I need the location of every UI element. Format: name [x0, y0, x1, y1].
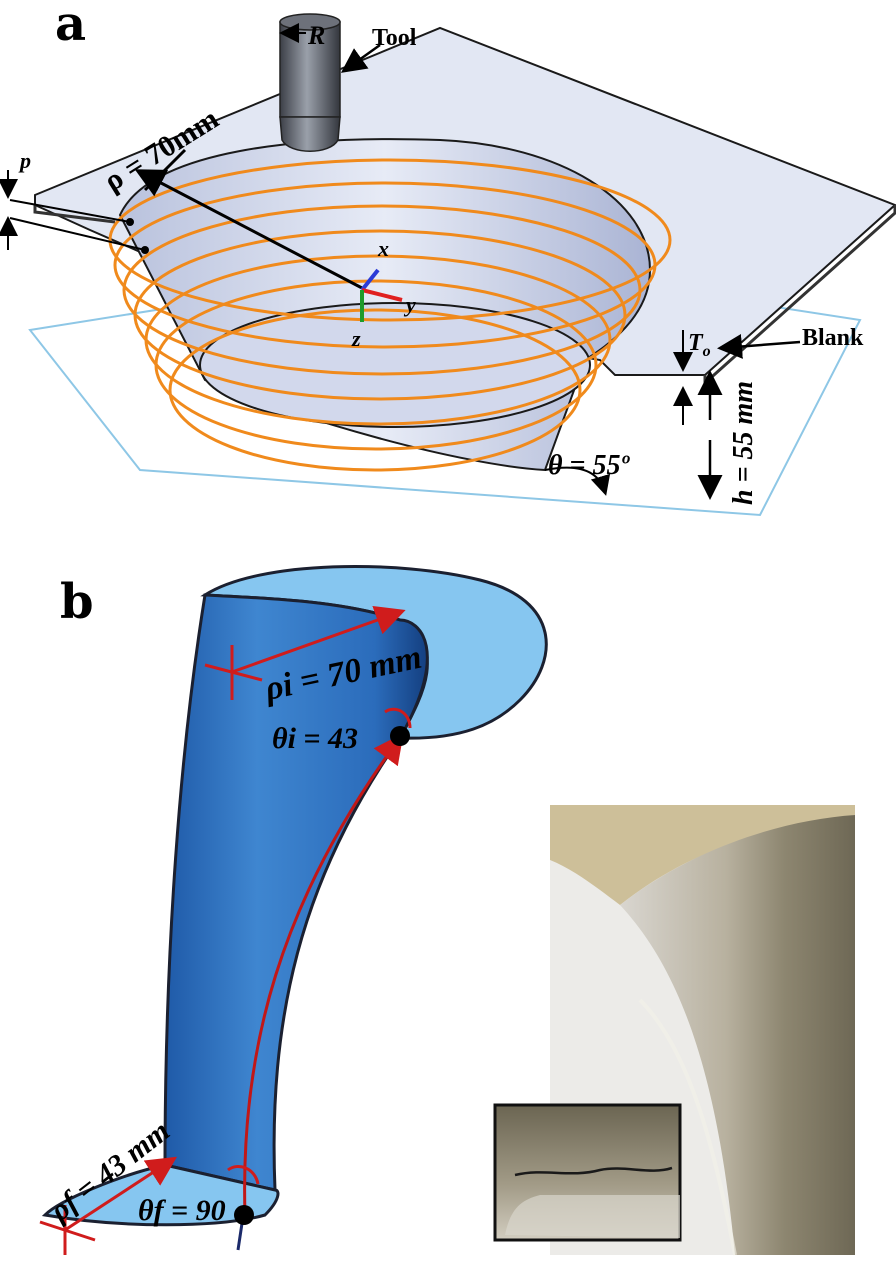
rho-f-arrow [64, 1156, 178, 1232]
step-line-bottom [9, 217, 146, 251]
radius-line [134, 169, 363, 290]
theta-i-label: θi = 43 [272, 722, 358, 755]
theta-f-point [234, 1205, 254, 1225]
panel-b-letter: b [60, 574, 94, 630]
blank-arrow [717, 334, 801, 359]
theta-f-label: θf = 90 [138, 1194, 226, 1227]
crack-line [514, 1166, 673, 1177]
theta-i-arc [384, 707, 412, 729]
panel-a-letter: a [55, 0, 86, 52]
forming-tool [279, 13, 341, 152]
axis-z-label: z [351, 326, 361, 351]
theta-f-arc [227, 1165, 260, 1185]
bottom-flange [41, 1163, 280, 1227]
photo-highlight [638, 998, 737, 1256]
photo-wall [620, 815, 855, 1255]
theta-i-point [390, 726, 410, 746]
step-line-top [9, 199, 131, 223]
tool-radius-label: R [307, 21, 325, 50]
axis-y-line [361, 288, 403, 302]
panel-b: b ρi = 70 mm θi = 43 ρf = 43 mm θf = 90 [39, 565, 855, 1256]
axis-x-line [360, 268, 380, 292]
height-label: h = 55 mm [728, 381, 759, 505]
blank-label: Blank [802, 325, 864, 351]
angle-arc [544, 466, 611, 496]
step-label: p [18, 148, 31, 173]
thickness-label: To [688, 330, 711, 360]
radius-leader [143, 148, 187, 192]
tool-arrow [340, 43, 381, 73]
step-dot-bottom [141, 246, 149, 254]
panel-a: a R Tool ρ = 70mm [0, 0, 896, 517]
tool-label: Tool [372, 25, 417, 51]
part-photo [493, 805, 855, 1256]
rho-f-cross-h [39, 1220, 96, 1242]
step-dot-top [126, 218, 134, 226]
angle-label: θ = 55º [548, 450, 630, 481]
profile-curve [243, 733, 404, 1216]
inset-lower-region [505, 1195, 680, 1238]
axis-x-label: x [377, 236, 389, 261]
cone-bottom [199, 302, 591, 428]
toolpath-rings [108, 158, 672, 472]
axis-y-label: y [403, 292, 416, 317]
rho-i-arrow [231, 605, 406, 674]
